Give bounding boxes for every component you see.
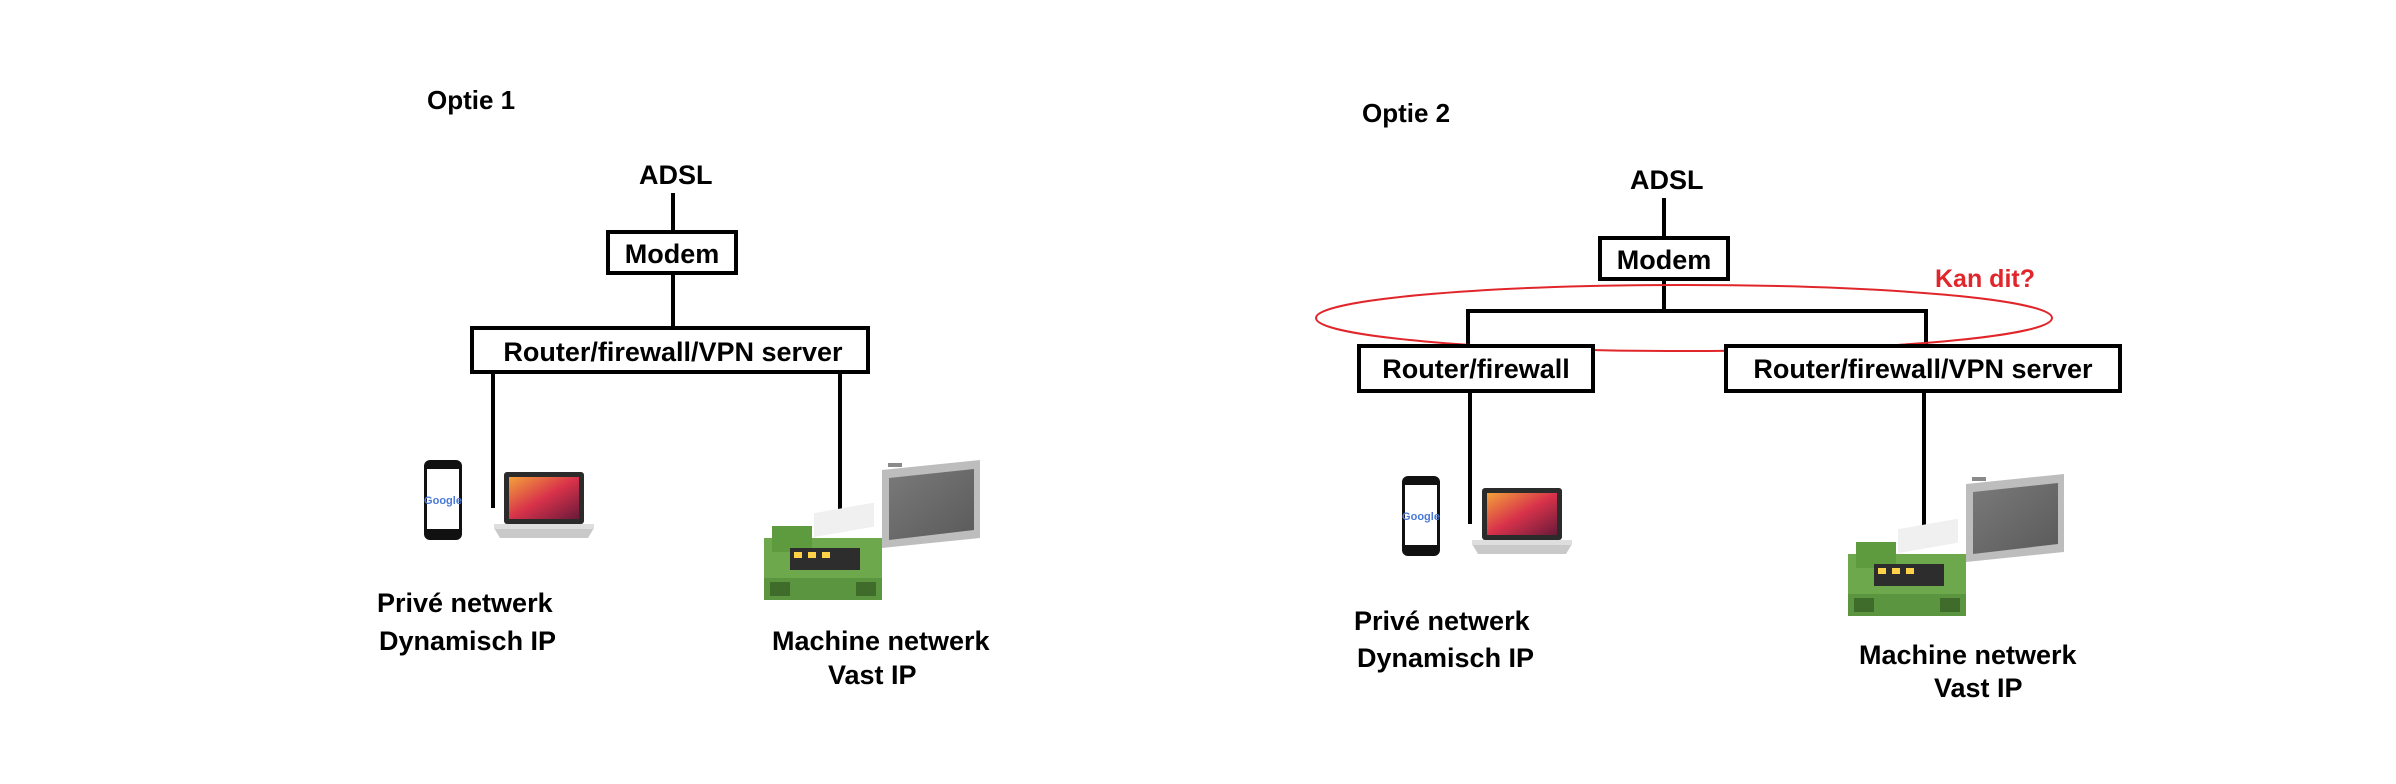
option2-machine-label-1: Machine netwerk — [1859, 640, 2078, 670]
option2-question-label: Kan dit? — [1935, 265, 2035, 293]
option1-machine-label-1: Machine netwerk — [772, 626, 991, 656]
option1-adsl-label: ADSL — [639, 160, 713, 190]
touch-panel-icon — [1966, 474, 2064, 562]
option2-modem-label: Modem — [1617, 245, 1712, 275]
option1-title: Optie 1 — [427, 85, 515, 115]
option1-router-label: Router/firewall/VPN server — [503, 337, 843, 367]
plc-icon — [1848, 518, 1966, 616]
option2-machine-label-2: Vast IP — [1934, 673, 2023, 703]
option1-private-label-1: Privé netwerk — [377, 588, 554, 618]
laptop-icon — [1472, 488, 1572, 554]
option2-title: Optie 2 — [1362, 98, 1450, 128]
laptop-icon — [494, 472, 594, 538]
option2-router-left-label: Router/firewall — [1382, 354, 1570, 384]
smartphone-icon — [424, 460, 462, 540]
option2-adsl-label: ADSL — [1630, 165, 1704, 195]
smartphone-icon — [1402, 476, 1440, 556]
option2-private-label-1: Privé netwerk — [1354, 606, 1531, 636]
option1-router-box — [470, 326, 870, 374]
option2-modem-box — [1598, 236, 1730, 281]
option2-question-ellipse — [1315, 284, 2053, 352]
plc-icon — [764, 502, 882, 600]
option1-machine-label-2: Vast IP — [828, 660, 917, 690]
option1-private-label-2: Dynamisch IP — [379, 626, 556, 656]
option2-router-right-label: Router/firewall/VPN server — [1753, 354, 2093, 384]
option1-modem-label: Modem — [625, 239, 720, 269]
option2-private-label-2: Dynamisch IP — [1357, 643, 1534, 673]
touch-panel-icon — [882, 460, 980, 548]
option2-router-left-box — [1357, 344, 1595, 393]
